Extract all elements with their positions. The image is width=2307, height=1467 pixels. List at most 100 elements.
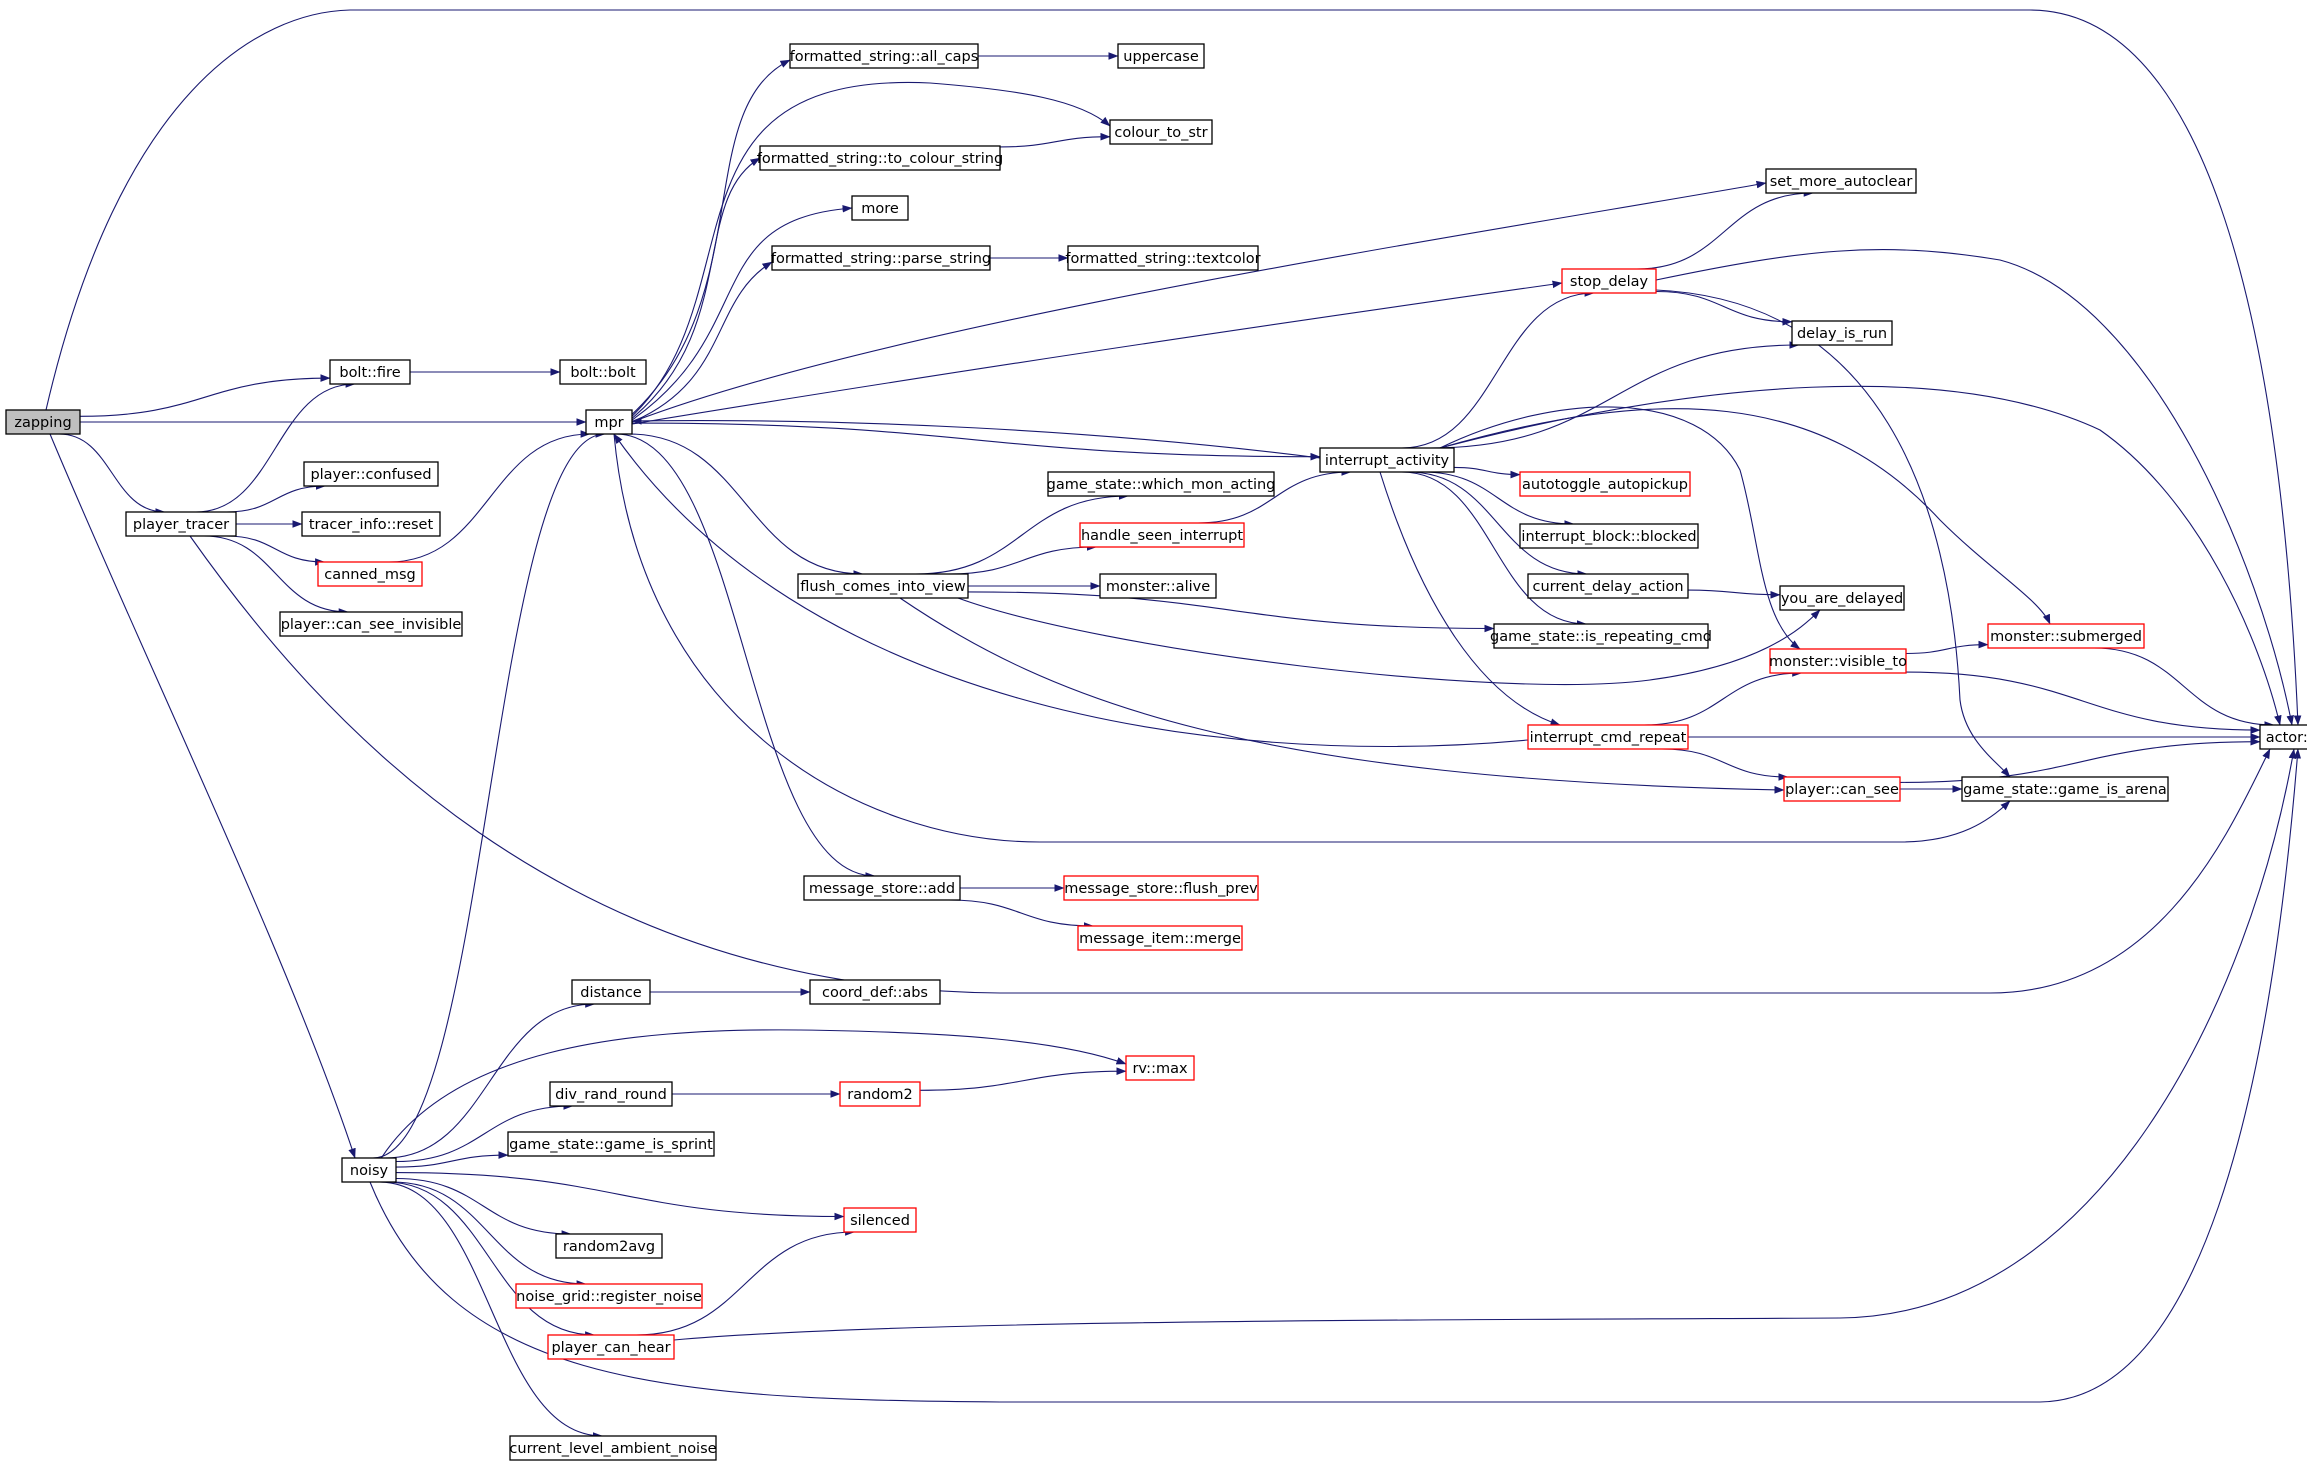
node-noisy[interactable]: noisy (341, 1157, 397, 1183)
node-uppercase[interactable]: uppercase (1117, 43, 1205, 69)
node-monster_submerged[interactable]: monster::submerged (1987, 623, 2145, 649)
node-label: game_state::which_mon_acting (1047, 477, 1276, 493)
node-box (789, 43, 979, 69)
node-box (1067, 245, 1259, 271)
node-box (1961, 776, 2169, 802)
edge-noisy-to-player_can_hear (385, 1181, 596, 1339)
node-parse_string[interactable]: formatted_string::parse_string (771, 245, 991, 271)
node-ambient_noise[interactable]: current_level_ambient_noise (509, 1435, 717, 1461)
node-set_more_autoclear[interactable]: set_more_autoclear (1765, 168, 1917, 194)
node-label: noisy (350, 1163, 389, 1179)
node-box (1765, 168, 1917, 194)
node-coord_def_abs[interactable]: coord_def::abs (809, 979, 941, 1005)
edge-interrupt_activity-to-monster_submerged (1439, 408, 2051, 625)
node-label: bolt::bolt (570, 365, 636, 381)
node-box (1519, 523, 1699, 549)
node-actor_pos[interactable]: actor::pos (2259, 724, 2307, 750)
node-label: noise_grid::register_noise (516, 1289, 702, 1305)
node-mpr[interactable]: mpr (585, 409, 633, 435)
node-silenced[interactable]: silenced (843, 1207, 917, 1233)
node-autotoggle[interactable]: autotoggle_autopickup (1519, 471, 1691, 497)
node-player_confused[interactable]: player::confused (303, 461, 439, 487)
edge-interrupt_cmd_repeat-to-mpr (613, 433, 1529, 747)
node-player_tracer[interactable]: player_tracer (125, 511, 237, 537)
edge-interrupt_activity-to-autotoggle (1453, 466, 1521, 479)
node-message_store_add[interactable]: message_store::add (803, 875, 961, 901)
edge-interrupt_activity-to-monster_visible_to (1439, 406, 1801, 650)
node-more[interactable]: more (851, 195, 909, 221)
edge-mpr-to-flush_comes_into_view (628, 433, 864, 578)
edge-mpr-to-parse_string (631, 261, 773, 423)
node-game_is_arena[interactable]: game_state::game_is_arena (1961, 776, 2169, 802)
node-bolt_fire[interactable]: bolt::fire (329, 359, 411, 385)
node-register_noise[interactable]: noise_grid::register_noise (515, 1283, 703, 1309)
edge-mpr-to-stop_delay (631, 280, 1563, 425)
node-label: random2avg (563, 1239, 655, 1255)
node-flush_comes_into_view[interactable]: flush_comes_into_view (797, 573, 969, 599)
node-current_delay_action[interactable]: current_delay_action (1527, 573, 1689, 599)
node-box (1077, 925, 1243, 951)
node-player_can_hear[interactable]: player_can_hear (547, 1334, 675, 1360)
node-box (843, 1207, 917, 1233)
node-box (571, 979, 651, 1005)
edge-zapping-to-actor_pos (45, 9, 2302, 726)
edge-stop_delay-to-delay_is_run (1655, 290, 1793, 326)
node-game_is_sprint[interactable]: game_state::game_is_sprint (507, 1131, 715, 1157)
node-box (279, 611, 463, 637)
node-to_colour_string[interactable]: formatted_string::to_colour_string (757, 145, 1003, 171)
node-bolt_bolt[interactable]: bolt::bolt (559, 359, 647, 385)
edge-message_store_add-to-message_item_merge (948, 899, 1094, 930)
node-stop_delay[interactable]: stop_delay (1561, 268, 1657, 294)
node-box (317, 561, 423, 587)
node-flush_prev[interactable]: message_store::flush_prev (1063, 875, 1259, 901)
node-colour_to_str[interactable]: colour_to_str (1109, 119, 1213, 145)
edge-flush_comes_into_view-to-player_can_see (899, 597, 1785, 794)
node-tracer_reset[interactable]: tracer_info::reset (301, 511, 441, 537)
edge-player_tracer-to-bolt_fire (195, 380, 356, 513)
node-is_repeating_cmd[interactable]: game_state::is_repeating_cmd (1490, 623, 1712, 649)
edge-to_colour_string-to-colour_to_str (999, 132, 1111, 148)
node-box (1047, 471, 1275, 497)
node-label: delay_is_run (1797, 326, 1887, 342)
node-box (329, 359, 411, 385)
node-label: rv::max (1132, 1061, 1188, 1077)
edge-noisy-to-mpr (372, 430, 606, 1159)
node-label: player_can_hear (551, 1340, 670, 1356)
node-box (5, 409, 81, 435)
node-can_see_invisible[interactable]: player::can_see_invisible (279, 611, 463, 637)
edge-zapping-to-bolt_fire (79, 374, 331, 417)
edge-interrupt_activity-to-actor_pos (1439, 385, 2282, 726)
node-box (771, 245, 991, 271)
node-message_item_merge[interactable]: message_item::merge (1077, 925, 1243, 951)
node-box (839, 1081, 921, 1107)
node-player_can_see[interactable]: player::can_see (1783, 776, 1901, 802)
node-textcolor[interactable]: formatted_string::textcolor (1065, 245, 1261, 271)
node-label: more (861, 201, 899, 217)
node-box (809, 979, 941, 1005)
node-monster_alive[interactable]: monster::alive (1099, 573, 1217, 599)
node-zapping[interactable]: zapping (5, 409, 81, 435)
node-box (1079, 522, 1245, 548)
node-div_rand_round[interactable]: div_rand_round (549, 1081, 673, 1107)
node-label: interrupt_cmd_repeat (1530, 730, 1687, 746)
node-box (1783, 776, 1901, 802)
node-canned_msg[interactable]: canned_msg (317, 561, 423, 587)
node-interrupt_activity[interactable]: interrupt_activity (1319, 447, 1455, 473)
node-distance[interactable]: distance (571, 979, 651, 1005)
node-which_mon_acting[interactable]: game_state::which_mon_acting (1047, 471, 1276, 497)
node-all_caps[interactable]: formatted_string::all_caps (789, 43, 979, 69)
edge-monster_submerged-to-actor_pos (2093, 647, 2275, 729)
node-interrupt_cmd_repeat[interactable]: interrupt_cmd_repeat (1527, 724, 1689, 750)
node-label: you_are_delayed (1781, 591, 1903, 607)
edge-stop_delay-to-set_more_autoclear (1636, 189, 1814, 270)
node-box (547, 1334, 675, 1360)
node-rv_max[interactable]: rv::max (1125, 1055, 1195, 1081)
node-interrupt_blocked[interactable]: interrupt_block::blocked (1519, 523, 1699, 549)
node-you_are_delayed[interactable]: you_are_delayed (1779, 585, 1905, 611)
node-random2[interactable]: random2 (839, 1081, 921, 1107)
node-delay_is_run[interactable]: delay_is_run (1791, 320, 1893, 346)
node-handle_seen_interrupt[interactable]: handle_seen_interrupt (1079, 522, 1245, 548)
node-monster_visible_to[interactable]: monster::visible_to (1769, 648, 1907, 674)
edge-current_delay_action-to-you_are_delayed (1687, 589, 1781, 599)
node-random2avg[interactable]: random2avg (555, 1233, 663, 1259)
